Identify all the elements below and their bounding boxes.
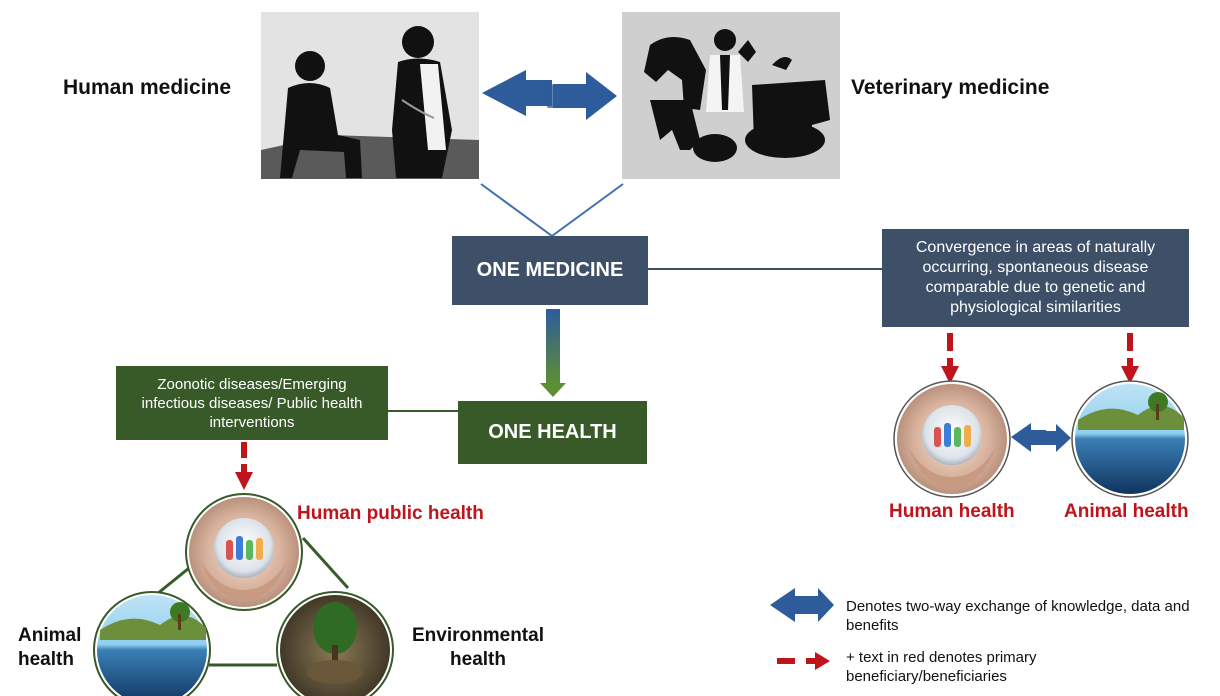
legend-exchange-text: Denotes two-way exchange of knowledge, d… [846, 598, 1190, 634]
legend-beneficiary-text: + text in red denotes primary beneficiar… [846, 649, 1037, 685]
one-medicine-box: ONE MEDICINE [452, 236, 648, 305]
two-way-exchange-arrow-right [1011, 423, 1071, 452]
triad-line-human-env [301, 536, 350, 590]
human-public-health-label: Human public health [297, 503, 484, 524]
human-health-image [893, 380, 1011, 498]
animal-health-label: Animal health [18, 625, 82, 670]
connector-human-to-one-medicine [480, 183, 553, 237]
veterinary-medicine-label: Veterinary medicine [851, 76, 1050, 99]
environmental-health-image [276, 591, 394, 696]
red-beneficiary-arrow-triad [235, 442, 253, 490]
convergence-box: Convergence in areas of naturally occurr… [882, 229, 1189, 327]
red-beneficiary-arrows-right [941, 333, 1139, 384]
legend-exchange-icon [770, 588, 834, 622]
human-public-health-image [185, 493, 303, 611]
human-medicine-label: Human medicine [63, 76, 232, 99]
convergence-text: Convergence in areas of naturally occurr… [915, 239, 1156, 316]
two-way-exchange-arrow-top [482, 70, 617, 120]
animal-health-globe-image-right [1071, 380, 1189, 498]
zoonotic-box: Zoonotic diseases/Emerging infectious di… [116, 366, 388, 440]
one-medicine-title: ONE MEDICINE [476, 259, 624, 281]
human-medicine-image [261, 12, 479, 179]
one-health-box: ONE HEALTH [458, 401, 647, 464]
animal-health-label-right: Animal health [1064, 501, 1189, 522]
animal-health-globe-image [93, 591, 211, 696]
zoonotic-text: Zoonotic diseases/Emerging infectious di… [141, 375, 363, 431]
one-medicine-to-one-health-arrow [540, 309, 566, 397]
connector-vet-to-one-medicine [551, 183, 624, 237]
legend-beneficiary-icon [777, 652, 830, 670]
human-health-label-right: Human health [889, 501, 1015, 522]
veterinary-medicine-image [622, 12, 840, 179]
one-health-title: ONE HEALTH [488, 421, 617, 443]
environmental-health-label: Environmental health [412, 625, 544, 670]
